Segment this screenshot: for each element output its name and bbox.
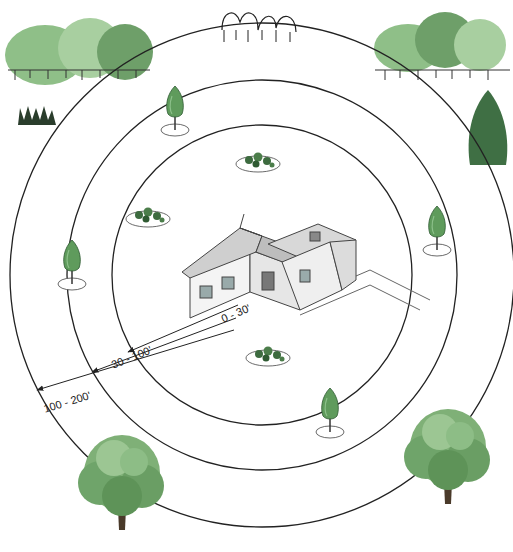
dimension-label: 0 - 30'	[220, 303, 252, 325]
evergreen-tree	[423, 206, 451, 256]
dimension-arrows	[37, 305, 238, 390]
house	[182, 214, 430, 318]
shrub-cluster	[246, 347, 290, 367]
deciduous-tree	[78, 435, 164, 530]
evergreen-tree	[161, 86, 189, 136]
evergreen-tree	[58, 240, 86, 290]
background-trees	[5, 12, 510, 165]
evergreen-tree	[316, 388, 344, 438]
deciduous-tree	[404, 409, 490, 504]
zone-rings	[10, 23, 513, 527]
shrub-cluster	[126, 208, 170, 228]
shrub-cluster	[236, 153, 280, 173]
dimension-label: 100 - 200'	[42, 390, 92, 415]
